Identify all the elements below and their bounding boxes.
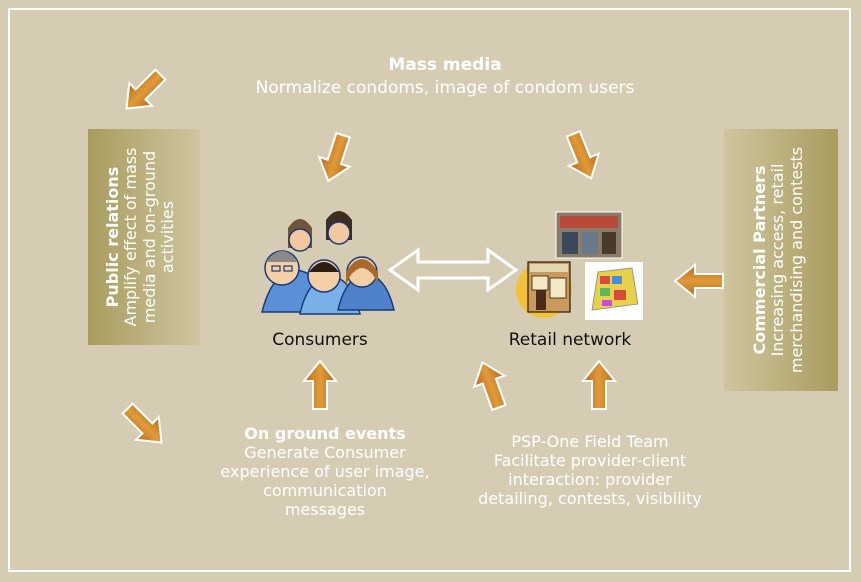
arrow-mass-to-consumers (311, 129, 360, 187)
arrow-partners-to-retail (674, 264, 724, 298)
on-ground-events-line3: communication (263, 480, 387, 500)
commercial-partners-title: Commercial Partners (750, 165, 769, 355)
on-ground-events-block: On ground events Generate Consumer exper… (205, 424, 445, 519)
field-team-line1: PSP-One Field Team (511, 432, 669, 451)
mass-media-subtitle: Normalize condoms, image of condom users (255, 78, 635, 98)
on-ground-events-line2: experience of user image, (220, 461, 430, 481)
field-team-line2: Facilitate provider-client (493, 450, 687, 470)
public-relations-line3: activities (158, 200, 178, 274)
retail-shop-illustration (516, 261, 572, 318)
consumers-label: Consumers (272, 330, 368, 350)
commercial-partners-panel (724, 129, 838, 391)
commercial-partners-line1: Increasing access, retail (768, 163, 788, 357)
retail-network-label: Retail network (508, 330, 632, 350)
arrow-mass-to-retail (557, 126, 608, 186)
mass-media-title: Mass media (388, 55, 502, 75)
retail-storefront-photo (555, 211, 623, 259)
arrow-pr-to-events (115, 396, 174, 455)
field-team-line3: interaction: provider (508, 469, 672, 489)
double-arrow-consumers-retail (387, 247, 519, 293)
arrow-field-to-retail (582, 360, 616, 410)
arrow-events-to-consumers (303, 360, 337, 410)
retail-shelves-illustration (585, 262, 643, 320)
public-relations-line1: Amplify effect of mass (121, 147, 141, 327)
commercial-partners-line2: merchandising and contests (786, 146, 806, 374)
public-relations-line2: media and on-ground (139, 150, 159, 324)
public-relations-title: Public relations (103, 166, 122, 308)
public-relations-panel (88, 129, 200, 345)
diagram-frame (8, 8, 851, 572)
consumers-people-icon (261, 211, 395, 315)
arrow-down-left-topleft (114, 62, 173, 121)
field-team-line4: detailing, contests, visibility (478, 488, 702, 508)
on-ground-events-title: On ground events (244, 424, 406, 443)
on-ground-events-line4: messages (284, 499, 366, 519)
field-team-block: PSP-One Field Team Facilitate provider-c… (455, 432, 725, 509)
on-ground-events-line1: Generate Consumer (244, 442, 406, 462)
arrow-field-to-retail-left (466, 355, 515, 414)
